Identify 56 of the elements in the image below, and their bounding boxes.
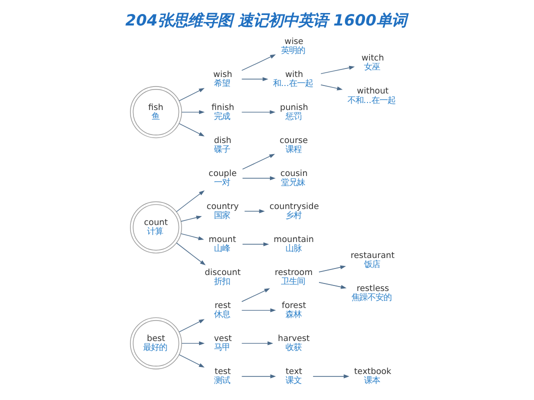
node-text: couple 一对 (208, 168, 237, 187)
node-text: cousin 堂兄妹 (280, 168, 308, 187)
node-text: text 课文 (285, 366, 302, 386)
arrow (241, 77, 268, 82)
diagram-title: 204张思维导图 速记初中英语 1600单词 (125, 11, 406, 30)
node-text: textbook 课本 (354, 366, 392, 386)
node-circle: count 计算 (130, 201, 182, 254)
node-text: restless 焦躁不安的 (351, 283, 392, 302)
arrow (176, 242, 206, 266)
node-text: dish 碟子 (214, 134, 232, 154)
arrow (180, 216, 202, 222)
arrow (241, 54, 276, 71)
node-text: discount 折扣 (204, 266, 241, 286)
node-text: course 课程 (280, 134, 308, 154)
arrow (178, 88, 205, 102)
node-text: mount 山峰 (208, 234, 236, 254)
node-text: restroom 卫生间 (274, 266, 313, 286)
arrow (320, 66, 355, 74)
arrow (181, 341, 205, 346)
node-text: punish 惩罚 (280, 102, 308, 121)
node-circle: best 最好的 (130, 317, 182, 370)
arrow (241, 374, 276, 378)
arrow (318, 282, 346, 289)
arrow (318, 265, 346, 272)
node-text: with 和...在一起 (272, 68, 314, 88)
node-text: country 国家 (206, 200, 239, 220)
arrow (241, 288, 270, 302)
arrow (312, 374, 350, 378)
node-circle: fish 鱼 (130, 86, 182, 138)
arrow (178, 354, 205, 368)
node-text: restaurant 饭店 (350, 250, 395, 270)
arrow (241, 110, 276, 114)
arrow (181, 110, 205, 114)
node-text: wish 希望 (213, 68, 232, 88)
arrow (241, 308, 276, 312)
node-text: vest 马甲 (214, 332, 232, 352)
arrow (178, 123, 205, 136)
node-text: wise 英明的 (281, 36, 306, 55)
node-text: forest 森林 (282, 300, 306, 320)
arrow (242, 176, 276, 180)
node-text: without 不和...在一起 (347, 86, 396, 105)
arrow (241, 341, 274, 346)
arrow (320, 84, 343, 90)
arrow (180, 233, 204, 240)
node-text: finish 完成 (211, 102, 234, 121)
arrow (244, 209, 265, 214)
node-text: rest 休息 (214, 300, 231, 320)
arrow (176, 190, 205, 212)
arrow (178, 319, 205, 332)
arrow (242, 242, 270, 246)
node-text: harvest 收获 (278, 332, 310, 352)
node-text: witch 女巫 (361, 52, 384, 72)
node-text: mountain 山脉 (274, 234, 314, 254)
node-text: test 测试 (214, 366, 231, 386)
node-text: countryside 乡村 (269, 200, 319, 220)
arrow (242, 154, 275, 170)
